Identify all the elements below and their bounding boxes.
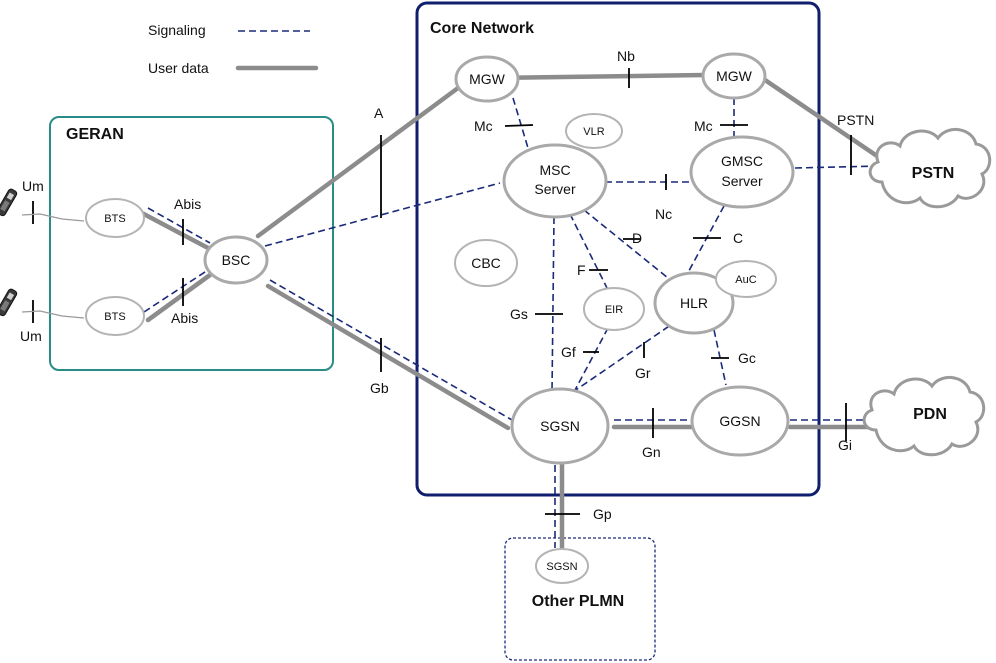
hlr-label: HLR <box>680 295 708 311</box>
node-ggsn: GGSN <box>690 385 790 457</box>
link-bts-bsc-top <box>137 209 211 251</box>
interface-gi-label: Gi <box>838 437 852 453</box>
interface-gc-label: Gc <box>738 350 756 366</box>
gmsc-server-label-line2: Server <box>721 173 763 189</box>
mobile-phone-icon <box>0 288 18 317</box>
node-mgw-right: MGW <box>701 52 767 100</box>
vlr-label: VLR <box>583 126 604 138</box>
other-plmn-title: Other PLMN <box>532 593 624 610</box>
geran-title: GERAN <box>66 126 124 143</box>
interface-nc-label: Nc <box>655 206 672 222</box>
legend-signaling-label: Signaling <box>148 22 206 38</box>
pstn-cloud: PSTN <box>868 128 992 209</box>
geran-region <box>49 116 334 371</box>
eir-label: EIR <box>605 304 623 316</box>
user-data-links <box>137 72 883 551</box>
bts-top-label: BTS <box>104 213 125 225</box>
auc-label: AuC <box>735 274 756 286</box>
node-eir: EIR <box>583 287 645 331</box>
ggsn-label: GGSN <box>719 413 760 429</box>
interface-gb-label: Gb <box>370 380 389 396</box>
node-mgw-left: MGW <box>454 55 520 103</box>
interface-gr-label: Gr <box>635 365 651 381</box>
interface-gn-label: Gn <box>642 444 661 460</box>
node-gmsc-server: GMSC Server <box>689 135 795 209</box>
node-hlr: HLR <box>653 271 735 335</box>
node-auc: AuC <box>715 260 777 298</box>
node-bts-top: BTS <box>85 198 145 238</box>
interface-um-top-label: Um <box>22 178 44 194</box>
link-mgw-pstn <box>762 77 883 161</box>
interface-gf-label: Gf <box>561 344 576 360</box>
node-msc-server: MSC Server <box>502 143 608 219</box>
msc-server-label-line2: Server <box>534 181 576 197</box>
interface-gs-label: Gs <box>510 306 528 322</box>
core-network-region <box>415 1 821 497</box>
bsc-label: BSC <box>222 252 251 268</box>
link-bts-bsc-bottom <box>145 272 213 323</box>
interface-gp-label: Gp <box>593 506 612 522</box>
interface-mc-right-label: Mc <box>694 118 713 134</box>
interface-pstn-label: PSTN <box>837 112 874 128</box>
bts-bottom-label: BTS <box>104 311 125 323</box>
node-sgsn-other-plmn: SGSN <box>535 548 589 584</box>
interface-d-label: D <box>632 230 642 246</box>
interface-ticks <box>32 68 852 515</box>
core-network-title: Core Network <box>430 20 534 37</box>
link-bsc-sgsn <box>265 283 511 431</box>
pdn-cloud: PDN <box>862 376 986 457</box>
node-cbc: CBC <box>454 239 518 287</box>
interface-a-label: A <box>374 105 384 121</box>
mgw-right-label: MGW <box>716 68 753 84</box>
interface-nb-label: Nb <box>617 48 635 64</box>
link-mgw-mgw <box>484 72 708 81</box>
node-bsc: BSC <box>203 235 269 285</box>
signaling-links <box>143 97 881 548</box>
interface-abis-top-label: Abis <box>174 196 201 212</box>
interface-f-label: F <box>577 262 586 278</box>
radio-links <box>21 213 85 319</box>
gmsc-server-label-line1: GMSC <box>721 153 763 169</box>
legend-user-data-label: User data <box>148 60 209 76</box>
msc-server-label-line1: MSC <box>539 162 570 178</box>
pstn-cloud-label: PSTN <box>912 165 955 182</box>
cbc-label: CBC <box>471 255 501 271</box>
mobile-phone-icon <box>0 188 18 217</box>
interface-abis-bottom-label: Abis <box>171 310 198 326</box>
interface-um-bottom-label: Um <box>20 328 42 344</box>
link-bsc-mgw <box>255 85 461 239</box>
node-sgsn: SGSN <box>510 387 610 465</box>
node-vlr: VLR <box>565 113 623 149</box>
interface-c-label: C <box>733 230 743 246</box>
pdn-cloud-label: PDN <box>913 406 947 423</box>
interface-labels: Nb Mc Mc A PSTN Nc D C F Gs Gf Gr Gc Gn … <box>20 48 874 522</box>
sgsn-other-label: SGSN <box>546 561 577 573</box>
sgsn-label: SGSN <box>540 418 580 434</box>
mgw-left-label: MGW <box>469 71 506 87</box>
node-bts-bottom: BTS <box>85 296 145 336</box>
other-plmn-region <box>504 537 656 661</box>
interface-mc-left-label: Mc <box>474 118 493 134</box>
